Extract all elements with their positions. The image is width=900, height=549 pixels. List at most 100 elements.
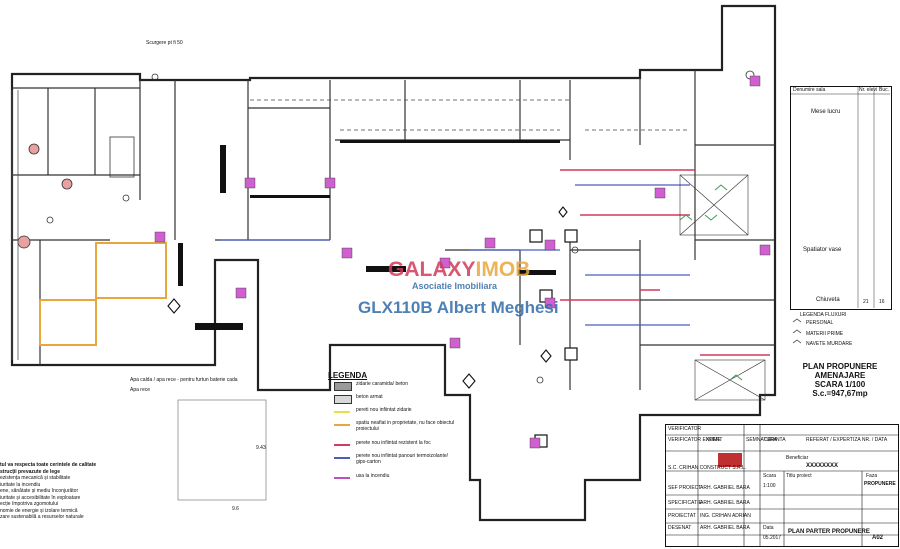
brand-part1: GALAXY	[388, 258, 476, 281]
brand-part2: IMOB	[475, 258, 531, 281]
tb-scara: 1:100	[763, 483, 776, 489]
tb-semnatura: SEMNATURA	[746, 437, 778, 443]
legend-row: pereti nou infiintat zidarie	[328, 406, 458, 419]
dimension-1: 9.43	[256, 445, 266, 451]
flux-legend-title: LEGENDA FLUXURI	[800, 312, 847, 318]
title-line-4: S.c.=947,67mp	[812, 389, 868, 398]
watermark-subtitle: Asociatie Imobiliara	[412, 281, 498, 291]
schedule-last-b: 16	[879, 299, 885, 305]
interior-walls	[12, 70, 775, 390]
title-block: VERIFICATOR VERIFICATOR EXPERT NUME SEMN…	[665, 424, 899, 547]
legend-swatch	[334, 395, 352, 404]
orange-outline	[39, 242, 167, 346]
stairs	[679, 174, 766, 401]
watermark-brand: GALAXYIMOB	[388, 258, 530, 282]
orange-area	[95, 242, 167, 299]
concrete-walls	[178, 140, 560, 330]
note-line: ene, sănătate și mediu înconjurător	[0, 488, 79, 494]
tb-nume: NUME	[706, 437, 721, 443]
legend-row: beton armat	[328, 393, 458, 406]
fire-rated-walls	[560, 169, 770, 356]
tb-name-3: ING. CRIHAN ADRIAN	[700, 513, 751, 519]
note-line: ezistența mecanică și stabilitate	[0, 475, 71, 481]
note-line: iuritate la incendiu	[0, 481, 41, 488]
legend-row: zidarie caramida/ beton	[328, 380, 458, 393]
legend: LEGENDA zidarie caramida/ beton beton arm…	[328, 371, 458, 485]
legend-title: LEGENDA	[328, 371, 368, 380]
tb-data-label: Data	[763, 525, 774, 531]
title-block-grid	[666, 425, 898, 546]
legend-row: spatiu neafiat in proprietate, nu face o…	[328, 419, 458, 439]
tb-name-4: ARH. GABRIEL BARA	[700, 525, 750, 531]
flux-navete: NAVETE MURDARE	[806, 341, 853, 347]
legend-swatch	[334, 477, 350, 486]
hot-water-label: Apa calda / apa rece - pentru furtun bat…	[130, 377, 238, 383]
panel-walls	[220, 184, 690, 326]
legend-row: usa la incendiu	[328, 472, 458, 485]
note-line: zare sustenabilă a resurselor naturale	[0, 514, 84, 520]
dimension-2: 9.6	[232, 506, 239, 512]
room-schedule: Denumire sala Nr. elevi Buc. Mese lucru …	[790, 86, 892, 310]
legend-label: usa la incendiu	[356, 473, 390, 479]
tb-data: 05.2017	[763, 535, 782, 541]
legend-label: perete nou infiintat panouri termoizolan…	[356, 453, 449, 465]
schedule-last-a: 21	[863, 299, 869, 305]
note-line: tul va respecta toate cerintele de calit…	[0, 462, 97, 468]
wall-rails	[11, 90, 19, 360]
tb-desenat: DESENAT	[668, 525, 692, 531]
drain-label: Scurgere pt fi 50	[146, 40, 183, 46]
legend-label: spatiu neafiat in proprietate, nu face o…	[356, 420, 455, 432]
cold-water-label: Apa rece	[130, 387, 151, 393]
quality-notes: tul va respecta toate cerintele de calit…	[0, 462, 165, 521]
legend-swatch	[334, 444, 350, 453]
dashed-lines	[250, 99, 690, 131]
note-line: iuritate și accesibilitate în exploatare	[0, 494, 81, 501]
flux-legend-icons	[792, 318, 802, 344]
schedule-row-sink: Chiuveta	[816, 297, 840, 303]
title-line-2: AMENAJARE	[814, 371, 866, 380]
tb-company: S.C. CRIHAN CONSTRUCT S.R.L.	[668, 465, 747, 471]
tb-name-2: ARH. GABRIEL BARA	[700, 500, 750, 506]
note-line: strucții prevazute de lege	[0, 468, 61, 475]
legend-row: perete nou infiintat rezistent la foc	[328, 439, 458, 452]
schedule-grid	[790, 86, 890, 308]
tb-plansa-title: PLAN PARTER PROPUNERE	[788, 529, 870, 535]
legend-row: perete nou infiintat panouri termoizolan…	[328, 452, 458, 472]
title-line-1: PLAN PROPUNERE	[802, 362, 878, 371]
tb-referat: REFERAT / EXPERTIZA NR. / DATA	[806, 437, 888, 443]
legend-label: zidarie caramida/ beton	[356, 381, 408, 387]
tb-faza-label: Faza	[866, 473, 878, 479]
tb-sef-proiect: SEF PROIECT	[668, 485, 702, 491]
tb-plansa-nr: A02	[872, 535, 884, 541]
flux-materie: MATERII PRIME	[806, 331, 844, 337]
watermark-agent: GLX110B Albert Meghesi	[358, 298, 559, 317]
legend-label: beton armat	[356, 394, 383, 400]
legend-rows: zidarie caramida/ beton beton armat pereti…	[328, 380, 458, 485]
fixtures	[17, 70, 755, 384]
tb-name-1: ARH. GABRIEL BARA	[700, 485, 750, 491]
legend-swatch	[334, 411, 350, 420]
schedule-header-pcs: Buc.	[879, 87, 890, 93]
note-line: nomie de energie și izolare termică	[0, 507, 78, 514]
legend-swatch	[334, 424, 350, 433]
legend-label: perete nou infiintat rezistent la foc	[356, 440, 431, 446]
tb-titlu-proiect: Titlu proiect	[786, 473, 812, 479]
tb-specificatie: SPECIFICATIE	[668, 500, 702, 506]
legend-swatch	[334, 457, 350, 466]
flux-personal: PERSONAL	[806, 320, 834, 326]
legend-swatch	[334, 382, 352, 391]
schedule-row-tables: Mese lucru	[811, 109, 841, 115]
tb-expert: VERIFICATOR EXPERT	[668, 437, 723, 443]
note-line: ecție împotriva zgomotului	[0, 501, 59, 507]
legend-label: pereti nou infiintat zidarie	[356, 407, 412, 413]
tb-beneficiar: Beneficiar	[786, 455, 809, 461]
diamond-markers	[167, 206, 568, 389]
schedule-header-count: Nr. elevi	[859, 87, 878, 93]
tb-scara-label: Scara	[763, 473, 777, 479]
title-line-3: SCARA 1/100	[814, 380, 866, 389]
plan-title: PLAN PROPUNERE AMENAJARE SCARA 1/100 S.c…	[790, 362, 890, 398]
dimension-frame	[177, 399, 267, 501]
tb-verificator: VERIFICATOR	[668, 426, 702, 432]
schedule-header-name: Denumire sala	[793, 87, 826, 93]
